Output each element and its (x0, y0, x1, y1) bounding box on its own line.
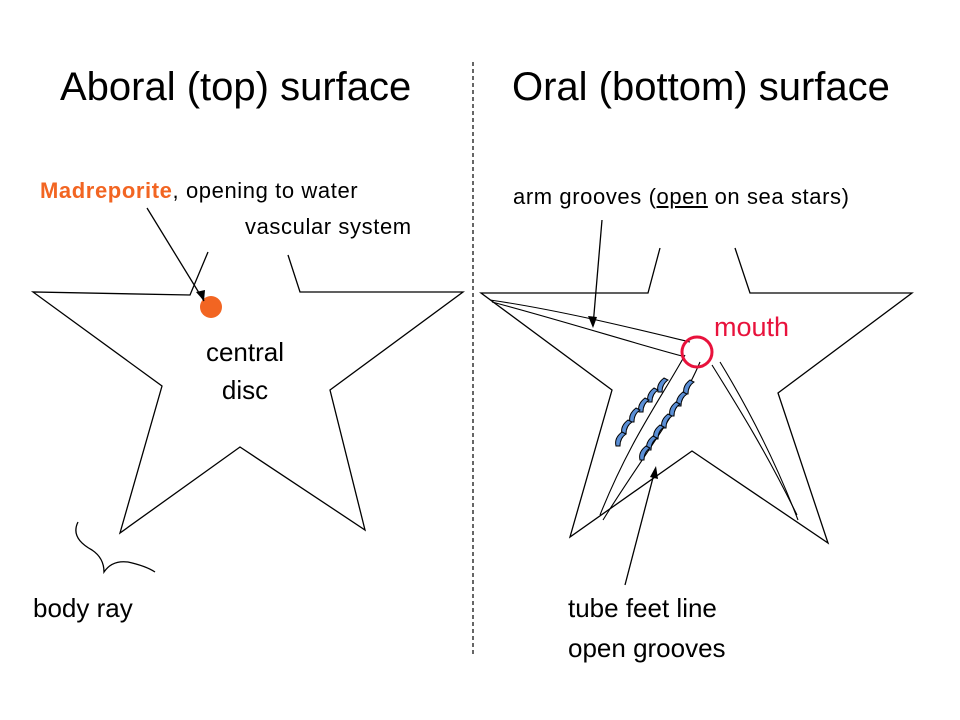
aboral-title: Aboral (top) surface (60, 65, 412, 109)
central-disc-label-2: disc (221, 375, 269, 405)
arm-grooves-arrowhead (588, 316, 597, 328)
madreporite-desc-2: vascular system (245, 214, 412, 239)
madreporite-label: Madreporite (40, 178, 173, 203)
tube-feet (615, 377, 695, 461)
central-disc-label-1: central (205, 337, 285, 367)
madreporite-dot (200, 296, 222, 318)
arm-grooves-pointer (592, 219, 603, 327)
tube-feet-pointer (624, 469, 656, 586)
arm-grooves-pre: arm grooves ( (513, 184, 657, 209)
arm-grooves-post: on sea stars) (707, 184, 850, 209)
madreporite-pointer (146, 207, 205, 302)
aboral-star (30, 251, 465, 535)
oral-title: Oral (bottom) surface (512, 65, 890, 109)
madreporite-arrowhead (196, 290, 205, 301)
body-ray-brace (75, 521, 156, 575)
mouth-label: mouth (714, 312, 790, 342)
body-ray-label: body ray (33, 593, 133, 623)
madreporite-desc-1: , opening to water (172, 178, 359, 203)
arm-grooves-label: arm grooves (open on sea stars) (513, 184, 850, 209)
tube-feet-label-2: open grooves (568, 633, 726, 663)
arm-grooves-open: open (656, 184, 708, 209)
mouth-circle (680, 335, 714, 369)
tube-feet-label-1: tube feet line (568, 593, 717, 623)
oral-star (479, 247, 914, 545)
tube-feet-arrowhead (650, 466, 658, 479)
madreporite-line-1: Madreporite, opening to water (40, 178, 358, 203)
